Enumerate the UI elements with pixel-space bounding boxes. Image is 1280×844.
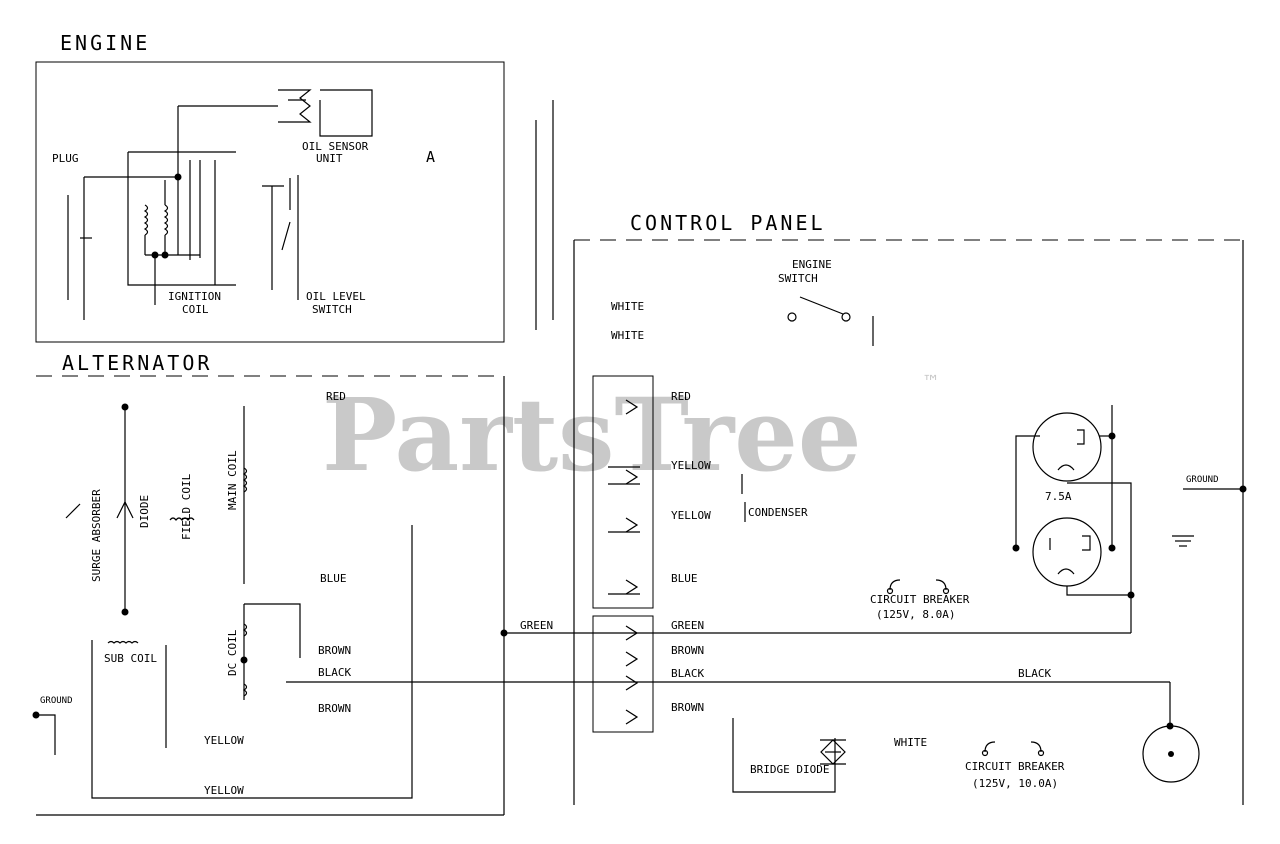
cp-wire-brown-2: BROWN: [671, 701, 704, 714]
cp-ground-label: GROUND: [1186, 475, 1219, 485]
marker-a: A: [426, 148, 435, 166]
section-title-alternator: ALTERNATOR: [62, 351, 212, 375]
ground-symbol: [1172, 535, 1194, 547]
white-label-2: WHITE: [611, 329, 644, 342]
section-title-control-panel: CONTROL PANEL: [630, 211, 826, 235]
cp-wire-yellow: YELLOW: [671, 459, 711, 472]
cp-wire-blue: BLUE: [671, 572, 698, 585]
circuit-breaker-symbol-2: [981, 741, 1045, 757]
cp-wire-black: BLACK: [671, 667, 704, 680]
field-coil-label: FIELD COIL: [180, 473, 193, 540]
cp-wire-yellow-2: YELLOW: [671, 509, 711, 522]
circuit-breaker-symbol: [886, 579, 950, 595]
oil-level-switch-label-2: SWITCH: [312, 303, 352, 316]
wire-label-brown: BROWN: [318, 644, 351, 657]
oil-sensor-symbol: [278, 89, 373, 137]
cp-wire-green: GREEN: [671, 619, 704, 632]
junction-node: [1127, 591, 1135, 599]
dc-coil-symbol-1: [242, 623, 248, 637]
black-wire-label: BLACK: [1018, 667, 1051, 680]
white-label-3: WHITE: [894, 736, 927, 749]
diode-symbol: [65, 500, 134, 519]
wire-label-red: RED: [326, 390, 346, 403]
receptacle-lower: [1032, 517, 1102, 587]
surge-absorber-label: SURGE ABSORBER: [90, 489, 103, 582]
circuit-breaker-label-2: CIRCUIT BREAKER: [965, 760, 1065, 773]
circuit-breaker-rating: (125V, 8.0A): [876, 608, 955, 621]
dc-coil-symbol-2: [242, 683, 248, 697]
diode-label: DIODE: [138, 495, 151, 528]
bridge-diode-label: BRIDGE DIODE: [750, 763, 829, 776]
white-label: WHITE: [611, 300, 644, 313]
junction-node: [1239, 485, 1247, 493]
condenser-label: CONDENSER: [748, 506, 808, 519]
plug-label: PLUG: [52, 152, 79, 165]
watermark-tm: ™: [922, 372, 940, 393]
circuit-breaker-rating-2: (125V, 10.0A): [972, 777, 1058, 790]
circuit-breaker-label: CIRCUIT BREAKER: [870, 593, 970, 606]
wire-label-blue: BLUE: [320, 572, 347, 585]
receptacle-upper: [1032, 412, 1102, 482]
dc-receptacle-symbol: [1142, 725, 1200, 783]
connector-pins: [608, 399, 640, 725]
engine-switch-label-2: SWITCH: [778, 272, 818, 285]
green-wire-label: GREEN: [520, 619, 553, 632]
engine-box: [35, 61, 505, 343]
cp-wire-red: RED: [671, 390, 691, 403]
watermark: PartsTree: [322, 376, 862, 494]
engine-switch-symbol: [787, 296, 851, 322]
field-coil-symbol: [169, 517, 195, 521]
junction-node: [1168, 751, 1174, 757]
junction-node: [1108, 432, 1116, 440]
junction-node: [1108, 544, 1116, 552]
oil-sensor-label-2: UNIT: [316, 152, 343, 165]
alternator-ground-label: GROUND: [40, 696, 73, 706]
main-coil-symbol: [242, 467, 248, 493]
wire-label-black: BLACK: [318, 666, 351, 679]
section-title-engine: ENGINE: [60, 31, 150, 55]
junction-node: [161, 251, 169, 259]
main-coil-label: MAIN COIL: [226, 450, 239, 510]
wire-label-yellow: YELLOW: [204, 734, 244, 747]
oil-level-switch-label: OIL LEVEL: [306, 290, 366, 303]
sub-coil-symbol: [107, 640, 139, 644]
bridge-diode-symbol: [820, 739, 846, 765]
oil-sensor-label: OIL SENSOR: [302, 140, 369, 153]
oil-level-switch-symbol: [262, 175, 299, 300]
wire-label-brown-2: BROWN: [318, 702, 351, 715]
junction-node: [240, 656, 248, 664]
connector-block-lower: [592, 615, 654, 733]
engine-switch-label: ENGINE: [792, 258, 832, 271]
dc-coil-label: DC COIL: [226, 629, 239, 676]
ignition-coil-label: IGNITION: [168, 290, 221, 303]
receptacle-rating: 7.5A: [1045, 490, 1072, 503]
sub-coil-label: SUB COIL: [104, 652, 157, 665]
wire-label-yellow-2: YELLOW: [204, 784, 244, 797]
junction-node: [1012, 544, 1020, 552]
ignition-coil-symbol: [143, 180, 200, 256]
connector-block-upper: [592, 375, 654, 609]
junction-node: [121, 403, 129, 411]
cp-wire-brown: BROWN: [671, 644, 704, 657]
ignition-coil-label-2: COIL: [182, 303, 209, 316]
junction-node: [121, 608, 129, 616]
